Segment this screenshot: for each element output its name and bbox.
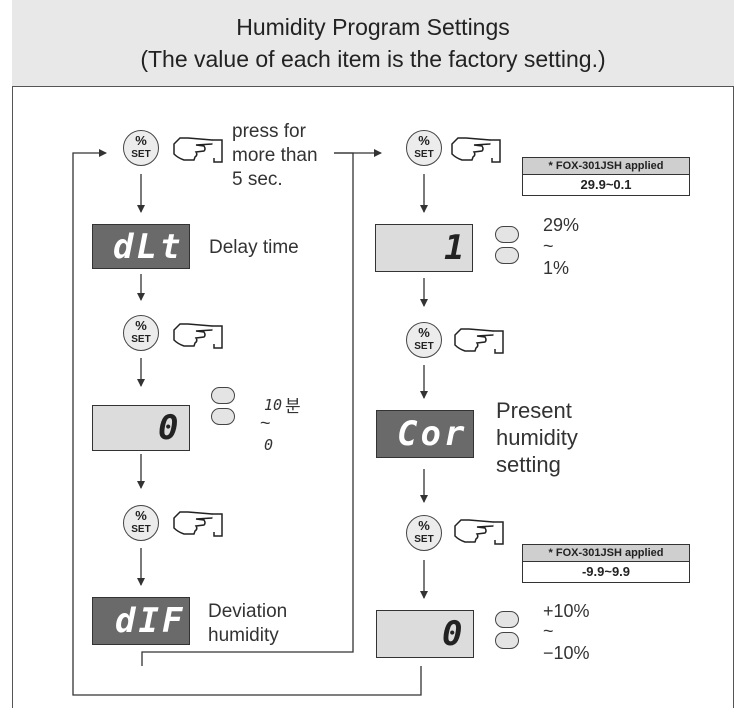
percent-symbol: % [418, 325, 430, 340]
up-button[interactable] [495, 226, 519, 243]
percent-symbol: % [418, 133, 430, 148]
model-note-2: * FOX-301JSH applied -9.9~9.9 [522, 544, 690, 583]
deviation-label-line2: humidity [208, 625, 279, 646]
set-button[interactable]: % SET [406, 515, 442, 551]
deviation-display-text: dIF [115, 601, 186, 641]
correction-value-display: 0 [376, 610, 474, 658]
model-note-range: 29.9~0.1 [523, 175, 689, 195]
deviation-value-text: 1 [444, 228, 465, 268]
deviation-label-line1: Deviation [208, 601, 288, 622]
up-button[interactable] [495, 611, 519, 628]
delay-range-min: 0 [264, 436, 274, 454]
correction-label-line1: Present [496, 398, 572, 423]
correction-label-line2: humidity [496, 425, 578, 450]
down-button[interactable] [211, 408, 235, 425]
deviation-display: dIF [92, 597, 190, 645]
feedback-loop [72, 149, 422, 696]
deviation-range-min: 1% [543, 258, 570, 278]
set-label: SET [414, 534, 434, 545]
hand-icon-4 [454, 328, 504, 354]
page-title: Humidity Program Settings [236, 14, 510, 40]
percent-symbol: % [135, 508, 147, 523]
correction-range-min: −10% [543, 643, 590, 663]
press-text-line3: 5 sec. [232, 169, 283, 190]
model-note-1: * FOX-301JSH applied 29.9~0.1 [522, 157, 690, 196]
model-note-range: -9.9~9.9 [523, 562, 689, 582]
set-button[interactable]: % SET [123, 315, 159, 351]
set-button[interactable]: % SET [406, 322, 442, 358]
page-frame [12, 0, 734, 708]
set-button[interactable]: % SET [406, 130, 442, 166]
set-label: SET [414, 149, 434, 160]
hand-icon-6 [454, 519, 504, 545]
down-button[interactable] [495, 632, 519, 649]
model-note-title: * FOX-301JSH applied [523, 158, 689, 175]
page-subtitle: (The value of each item is the factory s… [140, 46, 606, 72]
press-text-line1: press for [232, 121, 306, 142]
header-panel: Humidity Program Settings (The value of … [12, 0, 734, 87]
hand-icon-1 [173, 137, 223, 163]
set-label: SET [414, 341, 434, 352]
set-button[interactable]: % SET [123, 505, 159, 541]
percent-symbol: % [135, 133, 147, 148]
delay-value-display: 0 [92, 405, 190, 451]
deviation-range-tilde: ~ [543, 236, 554, 256]
correction-range-max: +10% [543, 601, 590, 621]
correction-display: Cor [376, 410, 474, 458]
set-label: SET [131, 524, 151, 535]
set-label: SET [131, 334, 151, 345]
correction-label-line3: setting [496, 452, 561, 477]
delay-display-text: dLt [113, 227, 184, 267]
hand-icon-5 [173, 511, 223, 537]
model-note-title: * FOX-301JSH applied [523, 545, 689, 562]
delay-value-text: 0 [158, 408, 179, 448]
hand-icon-2 [451, 137, 501, 163]
up-button[interactable] [211, 387, 235, 404]
delay-range-max: 10 [264, 396, 283, 414]
hand-icon-3 [173, 323, 223, 349]
deviation-range-max: 29% [543, 215, 580, 235]
delay-range-unit: 분 [285, 397, 301, 416]
correction-display-text: Cor [397, 414, 468, 454]
delay-label: Delay time [209, 237, 299, 258]
deviation-value-display: 1 [375, 224, 473, 272]
hand-icons [173, 137, 504, 545]
delay-display: dLt [92, 224, 190, 269]
correction-value-text: 0 [442, 614, 463, 654]
percent-symbol: % [418, 518, 430, 533]
press-text-line2: more than [232, 145, 318, 166]
correction-range-tilde: ~ [543, 621, 554, 641]
set-label: SET [131, 149, 151, 160]
percent-symbol: % [135, 318, 147, 333]
down-button[interactable] [495, 247, 519, 264]
delay-range-tilde: ~ [260, 413, 271, 433]
set-button[interactable]: % SET [123, 130, 159, 166]
